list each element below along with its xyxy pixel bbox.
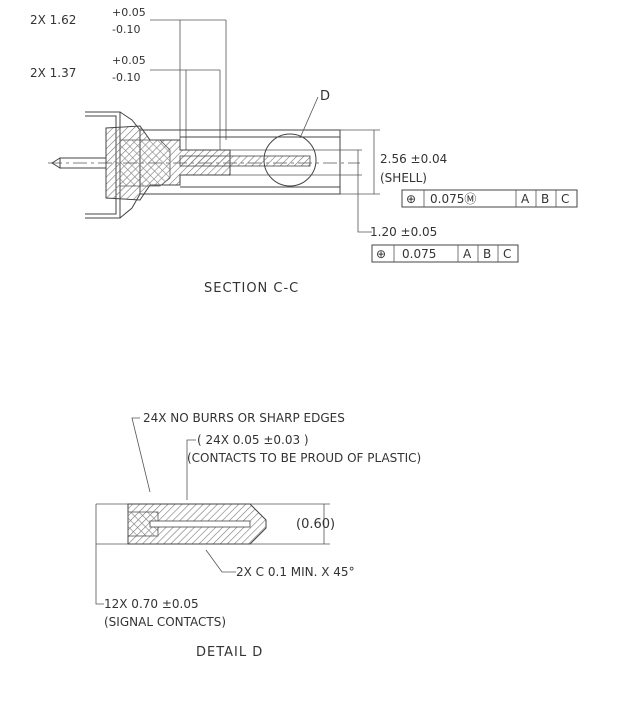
chamfer-leader xyxy=(205,549,236,573)
proud-note: (CONTACTS TO BE PROUD OF PLASTIC) xyxy=(187,451,421,465)
dim2-upper: +0.05 xyxy=(112,54,146,67)
dim1-upper: +0.05 xyxy=(112,6,146,19)
chamfer-note: 2X C 0.1 MIN. X 45° xyxy=(236,565,355,579)
signal-label: (SIGNAL CONTACTS) xyxy=(104,615,226,629)
contact-dim-leader xyxy=(357,150,372,233)
fcf1-position-symbol: ⊕ xyxy=(406,192,416,206)
dim2-base: 2X 1.37 xyxy=(30,66,76,80)
fcf2-tolerance: 0.075 xyxy=(402,247,436,261)
detail-d-circle xyxy=(263,133,317,187)
fcf1-datum-c: C xyxy=(561,192,569,206)
section-cc: 2X 1.62 +0.05 -0.10 2X 1.37 +0.05 -0.10 xyxy=(30,6,578,296)
fcf2-datum-b: B xyxy=(483,247,491,261)
detail-d-callout: D xyxy=(320,89,330,104)
dim1-base: 2X 1.62 xyxy=(30,13,76,27)
insulator-core xyxy=(119,139,171,187)
fcf1-frame xyxy=(401,189,578,208)
pin-tip xyxy=(51,157,61,169)
proud-dim: ( 24X 0.05 ±0.03 ) xyxy=(197,433,309,447)
dim1-lower: -0.10 xyxy=(112,23,140,36)
detail-d: 24X NO BURRS OR SHARP EDGES ( 24X 0.05 ±… xyxy=(95,411,421,660)
ref-dim: (0.60) xyxy=(296,517,335,532)
fcf1-datum-a: A xyxy=(521,192,530,206)
contact-beam xyxy=(179,155,311,167)
signal-leader xyxy=(95,504,104,605)
dim2-lower: -0.10 xyxy=(112,71,140,84)
detail-d-leader xyxy=(299,96,319,139)
signal-dim: 12X 0.70 ±0.05 xyxy=(104,597,199,611)
fcf1-datum-b: B xyxy=(541,192,549,206)
section-cc-title: SECTION C-C xyxy=(204,281,299,296)
fcf2-frame xyxy=(371,244,519,263)
fcf2-datum-a: A xyxy=(463,247,472,261)
burrs-leader xyxy=(131,417,151,493)
burrs-note: 24X NO BURRS OR SHARP EDGES xyxy=(143,411,345,425)
shell-dim: 2.56 ±0.04 xyxy=(380,152,447,166)
proud-leader xyxy=(186,439,196,500)
fcf2-position-symbol: ⊕ xyxy=(376,247,386,261)
shell-label: (SHELL) xyxy=(380,171,427,185)
fcf1-tolerance: 0.075Ⓜ xyxy=(430,192,476,206)
detail-d-title: DETAIL D xyxy=(196,645,263,660)
detail-contact-slot xyxy=(149,520,251,528)
contact-dim: 1.20 ±0.05 xyxy=(370,225,437,239)
fcf2-datum-c: C xyxy=(503,247,511,261)
